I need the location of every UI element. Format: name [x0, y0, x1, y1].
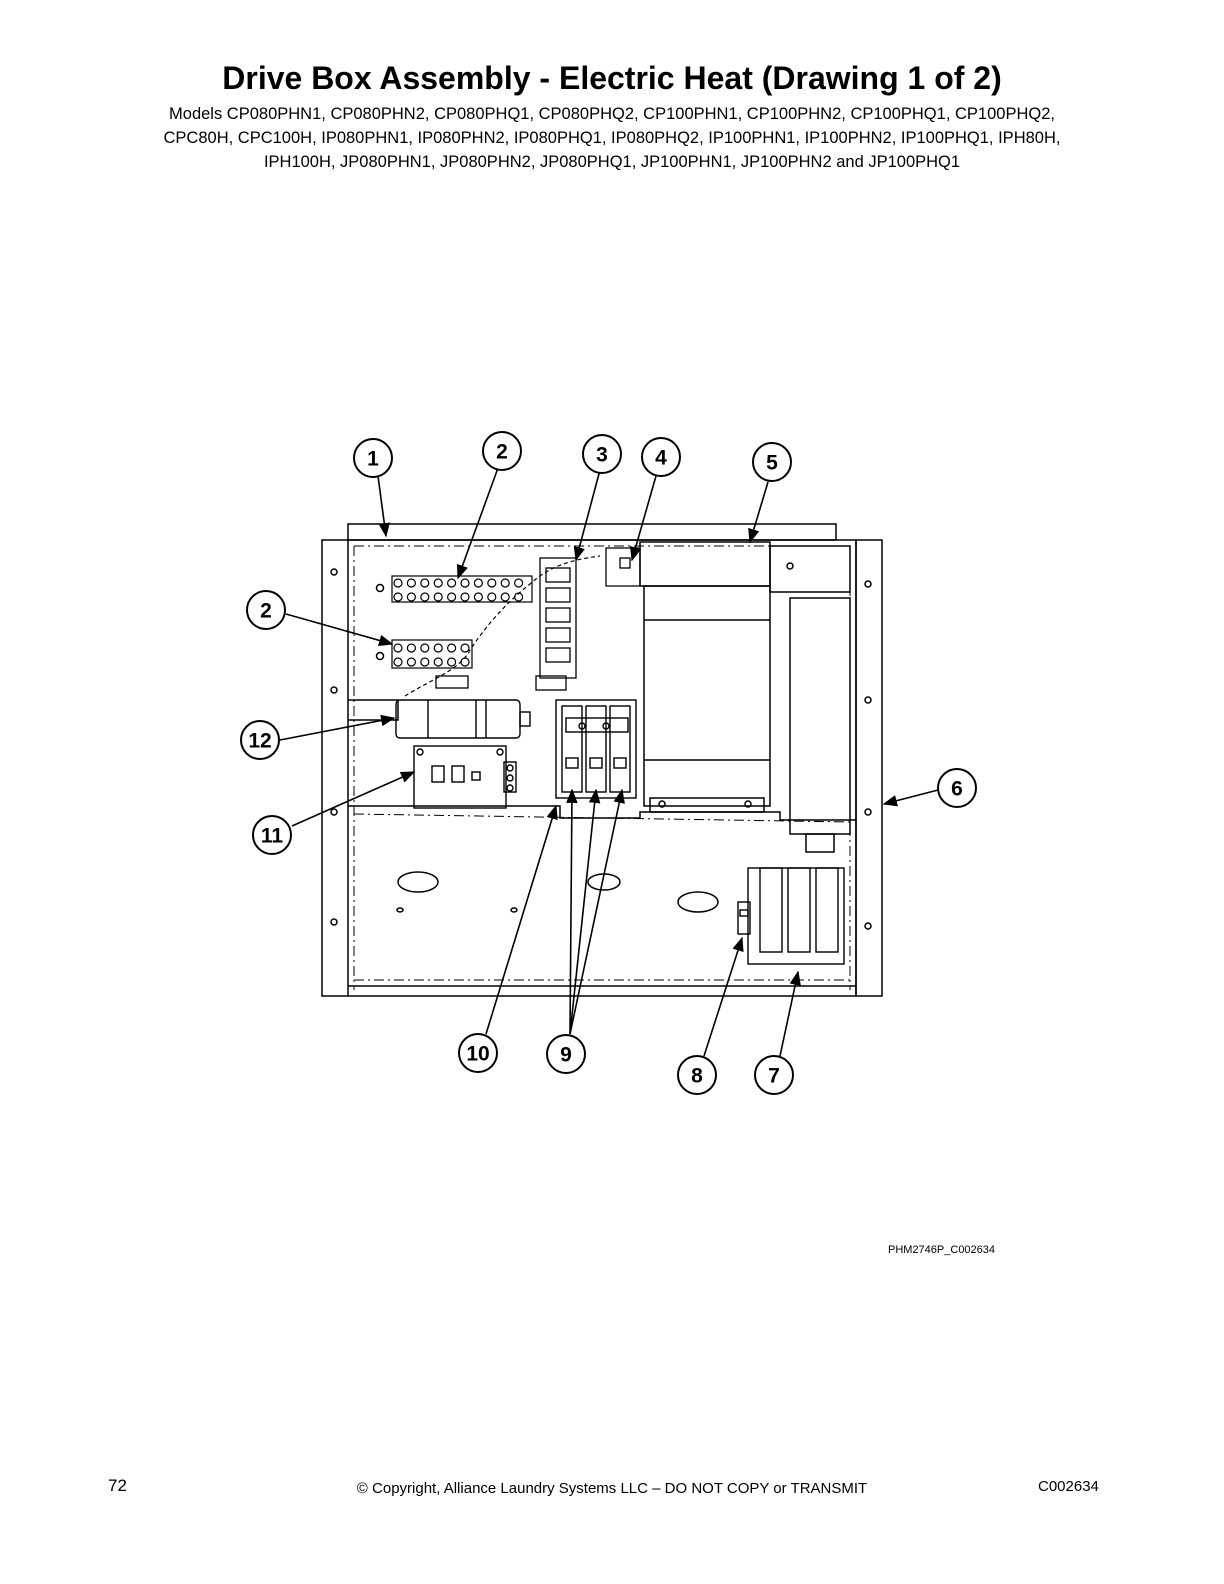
callout-label: 9 — [560, 1044, 572, 1067]
model-list-line: Models CP080PHN1, CP080PHN2, CP080PHQ1, … — [169, 105, 1055, 123]
document-code: C002634 — [1038, 1478, 1099, 1495]
terminal-screw — [393, 592, 403, 602]
terminal-screw — [393, 578, 403, 588]
terminal-screw — [406, 643, 416, 653]
callout-10: 10 — [458, 1033, 498, 1073]
callout-label: 12 — [248, 730, 271, 753]
callout-6: 6 — [937, 768, 977, 808]
callout-2-top: 2 — [482, 431, 522, 471]
terminal-screw — [513, 578, 524, 588]
terminal-screw — [433, 578, 443, 588]
callout-label: 11 — [261, 825, 284, 848]
terminal-screw — [487, 592, 497, 602]
terminal-screw — [433, 657, 443, 667]
callout-label: 7 — [768, 1065, 780, 1088]
terminal-screw — [460, 657, 470, 667]
callout-12: 12 — [240, 720, 280, 760]
callout-3: 3 — [582, 434, 622, 474]
model-list: Models CP080PHN1, CP080PHN2, CP080PHQ1, … — [80, 102, 1144, 174]
terminal-screw — [447, 657, 457, 667]
drawing-id: PHM2746P_C002634 — [888, 1244, 996, 1256]
terminal-screw — [420, 643, 430, 653]
model-list-line: IPH100H, JP080PHN1, JP080PHN2, JP080PHQ1… — [263, 153, 961, 171]
terminal-screw — [487, 578, 497, 588]
callout-2-left: 2 — [246, 590, 286, 630]
terminal-screw — [420, 578, 430, 588]
terminal-screw — [420, 657, 430, 667]
callout-1: 1 — [353, 438, 393, 478]
callout-5: 5 — [752, 442, 792, 482]
page-number: 72 — [108, 1476, 127, 1495]
callout-label: 8 — [691, 1065, 703, 1088]
terminal-screw — [447, 643, 457, 653]
callout-label: 5 — [766, 452, 778, 475]
callout-label: 4 — [655, 447, 667, 470]
model-list-line: CPC80H, CPC100H, IP080PHN1, IP080PHN2, I… — [163, 129, 1061, 147]
copyright-notice: © Copyright, Alliance Laundry Systems LL… — [356, 1480, 868, 1497]
terminal-screw — [433, 643, 443, 653]
terminal-screw — [406, 657, 416, 667]
terminal-screw — [473, 578, 483, 588]
terminal-screw — [406, 578, 416, 588]
terminal-screw — [393, 657, 403, 667]
callout-label: 2 — [260, 600, 272, 623]
terminal-screw — [460, 643, 470, 653]
callout-label: 3 — [596, 444, 608, 467]
callout-7: 7 — [754, 1055, 794, 1095]
terminal-screw — [473, 592, 483, 602]
terminal-screw — [500, 578, 510, 588]
callout-label: 6 — [951, 778, 963, 801]
callout-label: 10 — [466, 1043, 489, 1066]
callout-11: 11 — [252, 815, 292, 855]
terminal-screw — [447, 592, 457, 602]
terminal-screw — [406, 592, 416, 602]
terminal-screw — [433, 592, 443, 602]
callout-4: 4 — [641, 437, 681, 477]
terminal-screw — [500, 592, 510, 602]
callout-label: 2 — [496, 441, 508, 464]
terminal-screw — [460, 592, 470, 602]
terminal-screw — [420, 592, 430, 602]
callout-8: 8 — [677, 1055, 717, 1095]
callout-label: 1 — [367, 448, 379, 471]
page-title: Drive Box Assembly - Electric Heat (Draw… — [222, 60, 1002, 96]
callout-9: 9 — [546, 1034, 586, 1074]
terminal-screw — [447, 578, 457, 588]
terminal-screw — [393, 643, 403, 653]
terminal-screw — [460, 578, 470, 588]
